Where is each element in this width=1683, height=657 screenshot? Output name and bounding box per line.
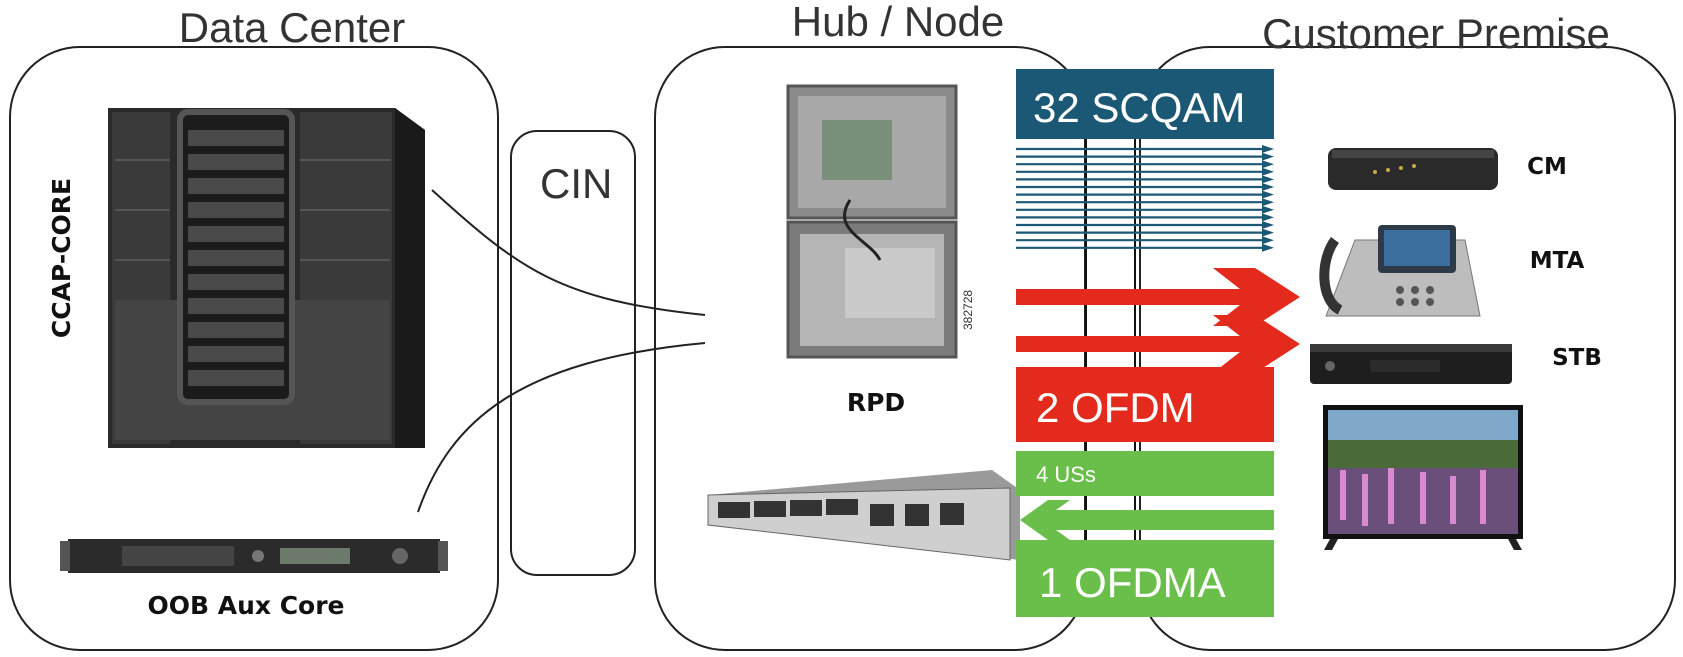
scqam-arrowhead xyxy=(1262,152,1274,161)
mta-label: MTA xyxy=(1530,248,1585,274)
ofdm-arrow-2 xyxy=(1016,315,1300,373)
oob-aux-core-image xyxy=(60,539,448,573)
set-top-box-image xyxy=(1310,344,1512,384)
scqam-arrowhead xyxy=(1262,221,1274,229)
rpd-label: RPD xyxy=(847,388,905,417)
hub-node-title: Hub / Node xyxy=(792,0,1004,45)
scqam-arrowhead xyxy=(1262,183,1274,191)
customer-premise-title: Customer Premise xyxy=(1262,10,1610,57)
upstream-label: 4 USs xyxy=(1036,462,1096,487)
ofdma-label: 1 OFDMA xyxy=(1039,559,1226,606)
oob-aux-core-label: OOB Aux Core xyxy=(147,591,344,620)
scqam-arrowhead xyxy=(1262,213,1274,222)
scqam-arrowhead xyxy=(1262,205,1274,214)
ofdma-band xyxy=(1016,540,1274,617)
data-center-title: Data Center xyxy=(179,4,405,51)
scqam-arrowhead xyxy=(1262,228,1274,237)
data-center-box xyxy=(9,46,499,651)
scqam-arrowhead xyxy=(1262,236,1274,245)
scqam-arrowhead xyxy=(1262,198,1274,207)
ip-phone-image xyxy=(1319,225,1481,317)
cable-modem-image xyxy=(1328,148,1498,190)
ccap-core-label: CCAP-CORE xyxy=(47,178,76,338)
aux-to-rpd-link xyxy=(417,342,706,513)
rpd-node-image xyxy=(786,84,958,359)
stb-label: STB xyxy=(1552,345,1602,371)
upstream-arrow xyxy=(1020,500,1274,540)
scqam-arrowhead xyxy=(1262,145,1274,153)
scqam-arrowhead xyxy=(1262,243,1274,252)
scqam-arrowhead xyxy=(1262,190,1274,199)
ofdm-arrows xyxy=(1016,268,1300,373)
cm-label: CM xyxy=(1527,154,1567,180)
ofdm-label: 2 OFDM xyxy=(1036,384,1195,431)
television-image xyxy=(1323,405,1523,550)
rpd-serial-label: 382728 xyxy=(961,290,975,330)
scqam-arrowhead xyxy=(1262,175,1274,184)
scqam-label: 32 SCQAM xyxy=(1033,84,1245,131)
ccap-core-chassis-image xyxy=(108,108,425,448)
scqam-arrowhead xyxy=(1262,167,1274,176)
ofdm-arrow-1 xyxy=(1016,268,1300,326)
scqam-band xyxy=(1016,69,1274,139)
scqam-arrowhead xyxy=(1262,160,1274,169)
core-to-rpd-link xyxy=(431,189,706,316)
cin-label: CIN xyxy=(540,160,612,207)
scqam-carrier-lines xyxy=(1016,145,1274,252)
upstream-band xyxy=(1016,451,1274,496)
ofdm-band xyxy=(1016,367,1274,442)
rpd-shelf-image xyxy=(707,470,1020,561)
